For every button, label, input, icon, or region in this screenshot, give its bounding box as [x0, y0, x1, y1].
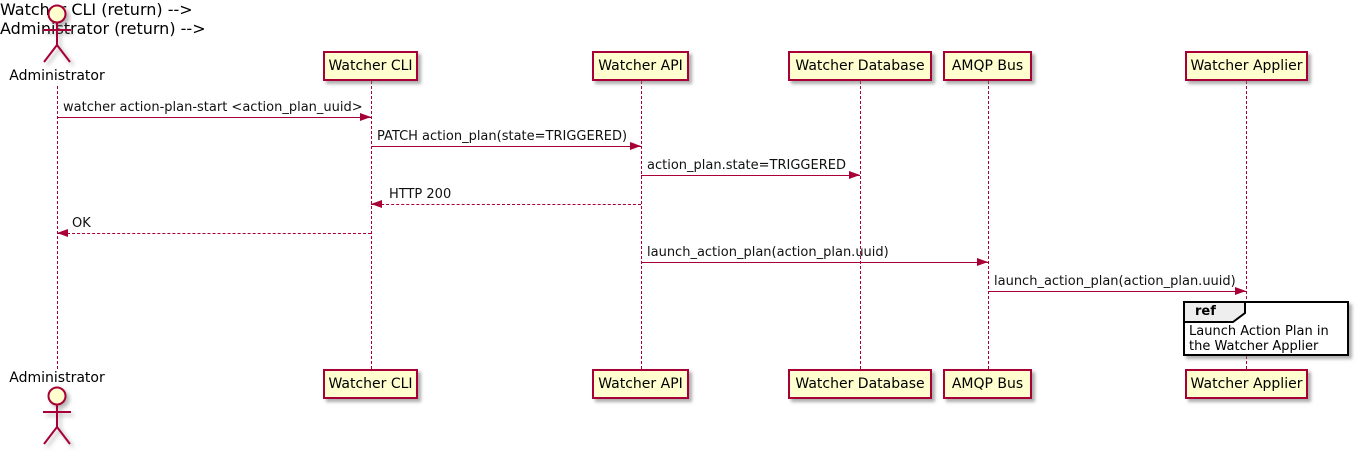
actor-label-top: Administrator: [9, 68, 105, 84]
message-line: [641, 262, 988, 263]
lifeline-watcher-cli: [371, 81, 372, 369]
lifeline-watcher-applier: [1246, 81, 1247, 369]
lifeline-administrator: [57, 86, 58, 369]
message-label: OK: [72, 216, 91, 231]
ref-tab-shape: [1183, 301, 1246, 323]
ref-text: Launch Action Plan in the Watcher Applie…: [1189, 324, 1329, 354]
actor-label-bottom: Administrator: [9, 370, 105, 386]
lifeline-watcher-api: [641, 81, 642, 369]
actor-icon: [43, 386, 71, 445]
arrow-right-icon: [849, 171, 860, 179]
participant-watcher-applier-bottom: Watcher Applier: [1185, 369, 1308, 399]
participant-watcher-database-bottom: Watcher Database: [788, 369, 932, 399]
lifeline-watcher-database: [860, 81, 861, 369]
message-label: HTTP 200: [389, 187, 452, 202]
message-line: [371, 204, 641, 205]
ref-keyword: ref: [1195, 304, 1216, 319]
message-label: action_plan.state=TRIGGERED: [647, 158, 846, 173]
arrow-right-icon: [1235, 287, 1246, 295]
message-line: [57, 117, 371, 118]
arrow-right-icon: [977, 258, 988, 266]
actor-icon: [43, 4, 71, 63]
participant-watcher-api-bottom: Watcher API: [592, 369, 689, 399]
arrow-left-icon: [371, 200, 382, 208]
arrow-right-icon: [630, 142, 641, 150]
message-label: launch_action_plan(action_plan.uuid): [994, 274, 1236, 289]
participant-amqp-bus-bottom: AMQP Bus: [943, 369, 1032, 399]
message-label: watcher action-plan-start <action_plan_u…: [63, 100, 363, 115]
participant-watcher-applier-top: Watcher Applier: [1185, 51, 1308, 81]
participant-watcher-database-top: Watcher Database: [788, 51, 932, 81]
participant-watcher-cli-top: Watcher CLI: [323, 51, 418, 81]
arrow-right-icon: [360, 113, 371, 121]
participant-watcher-api-top: Watcher API: [592, 51, 689, 81]
message-line: [641, 175, 860, 176]
lifeline-amqp-bus: [988, 81, 989, 369]
message-line: [988, 291, 1246, 292]
ref-fragment: ref Launch Action Plan in the Watcher Ap…: [1183, 301, 1349, 356]
message-label: launch_action_plan(action_plan.uuid): [647, 245, 889, 260]
message-line: [371, 146, 641, 147]
participant-amqp-bus-top: AMQP Bus: [943, 51, 1032, 81]
participant-watcher-cli-bottom: Watcher CLI: [323, 369, 418, 399]
arrow-left-icon: [57, 229, 68, 237]
message-label: PATCH action_plan(state=TRIGGERED): [377, 129, 628, 144]
message-line: [57, 233, 371, 234]
